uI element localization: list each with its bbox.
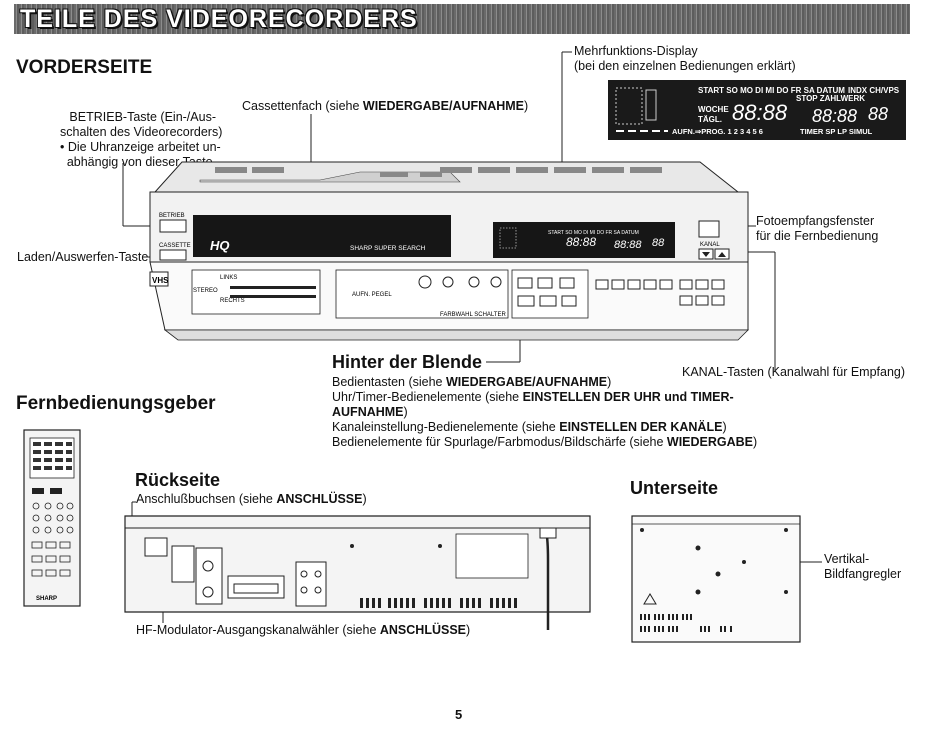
power-button-caption: BETRIEB-Taste (Ein-/Aus- schalten des Vi… xyxy=(60,110,223,169)
vcr-bottom xyxy=(631,515,801,643)
hq-logo: HQ xyxy=(210,238,230,253)
vhs-logo: VHS xyxy=(152,276,169,285)
display-caption: Mehrfunktions-Display (bei den einzelnen… xyxy=(574,44,796,73)
rf-modulator-caption: HF-Modulator-Ausgangskanalwähler (siehe … xyxy=(136,623,471,637)
page-title: TEILE DES VIDEORECORDERS xyxy=(20,5,418,33)
behind-panel-title: Hinter der Blende xyxy=(332,352,483,372)
svg-text:RECHTS: RECHTS xyxy=(220,298,245,304)
vcr-cassette-label: CASSETTE xyxy=(159,243,191,249)
eject-button-caption: Laden/Auswerfen-Taste xyxy=(17,250,149,264)
vertical-hold-caption: Vertikal- Bildfangregler xyxy=(824,552,902,581)
display-timer: TIMER SP LP SIMUL xyxy=(800,127,873,136)
svg-text:88: 88 xyxy=(652,237,665,249)
vcr-rear xyxy=(124,515,591,630)
list-item: Uhr/Timer-Bedienelemente (siehe EINSTELL… xyxy=(332,390,734,404)
remote-heading: Fernbedienungsgeber xyxy=(16,393,216,414)
display-time-1: 88:88 xyxy=(732,100,788,125)
jacks-caption: Anschlußbuchsen (siehe ANSCHLÜSSE) xyxy=(136,492,367,506)
display-tagl: TÄGL. xyxy=(698,115,722,124)
display-panel: START SO MO DI MI DO FR SA DATUM INDX CH… xyxy=(608,80,906,140)
display-days: START SO MO DI MI DO FR SA DATUM xyxy=(698,86,845,95)
svg-text:88:88: 88:88 xyxy=(614,239,642,251)
channel-keys-caption: KANAL-Tasten (Kanalwahl für Empfang) xyxy=(682,365,906,379)
list-item: Bedienelemente für Spurlage/Farbmodus/Bi… xyxy=(332,435,758,449)
display-stop: STOP ZAHLWERK xyxy=(796,94,865,103)
title-banner: TEILE DES VIDEORECORDERS xyxy=(14,4,910,34)
sensor-caption: Fotoempfangsfenster für die Fernbedienun… xyxy=(756,214,879,243)
remote-brand: SHARP xyxy=(36,596,57,602)
svg-text:FARBWAHL SCHALTER: FARBWAHL SCHALTER xyxy=(440,312,506,318)
display-channel: 88 xyxy=(868,104,888,124)
vcr-front: BETRIEB CASSETTE HQ SHARP SUPER SEARCH S… xyxy=(149,161,749,341)
rear-heading: Rückseite xyxy=(135,470,221,490)
svg-text:AUFN. PEGEL: AUFN. PEGEL xyxy=(352,292,392,298)
page-number: 5 xyxy=(455,707,463,722)
vcr-channel-label: KANAL xyxy=(700,242,720,248)
svg-text:STEREO: STEREO xyxy=(193,288,218,294)
display-time-2: 88:88 xyxy=(812,106,857,126)
display-indx: INDX CH/VPS xyxy=(848,86,900,95)
front-heading: VORDERSEITE xyxy=(16,57,153,78)
display-prog: AUFN.⇒PROG. 1 2 3 4 5 6 xyxy=(672,127,763,136)
list-item: Bedientasten (siehe WIEDERGABE/AUFNAHME) xyxy=(332,375,612,389)
svg-text:LINKS: LINKS xyxy=(220,275,237,281)
list-item: Kanaleinstellung-Bedienelemente (siehe E… xyxy=(332,420,727,434)
svg-text:START SO MO DI MI DO FR SA DAT: START SO MO DI MI DO FR SA DATUM xyxy=(548,230,639,236)
vcr-power-label: BETRIEB xyxy=(159,213,185,219)
list-item: AUFNAHME) xyxy=(332,405,408,419)
remote-control: SHARP xyxy=(23,429,81,607)
display-woche: WOCHE xyxy=(698,105,729,114)
bottom-heading: Unterseite xyxy=(630,478,719,498)
brand-search-logo: SHARP SUPER SEARCH xyxy=(350,245,426,252)
behind-panel-list: Bedientasten (siehe WIEDERGABE/AUFNAHME)… xyxy=(332,375,762,450)
svg-text:88:88: 88:88 xyxy=(566,235,596,249)
cassette-caption: Cassettenfach (siehe WIEDERGABE/AUFNAHME… xyxy=(242,99,529,113)
